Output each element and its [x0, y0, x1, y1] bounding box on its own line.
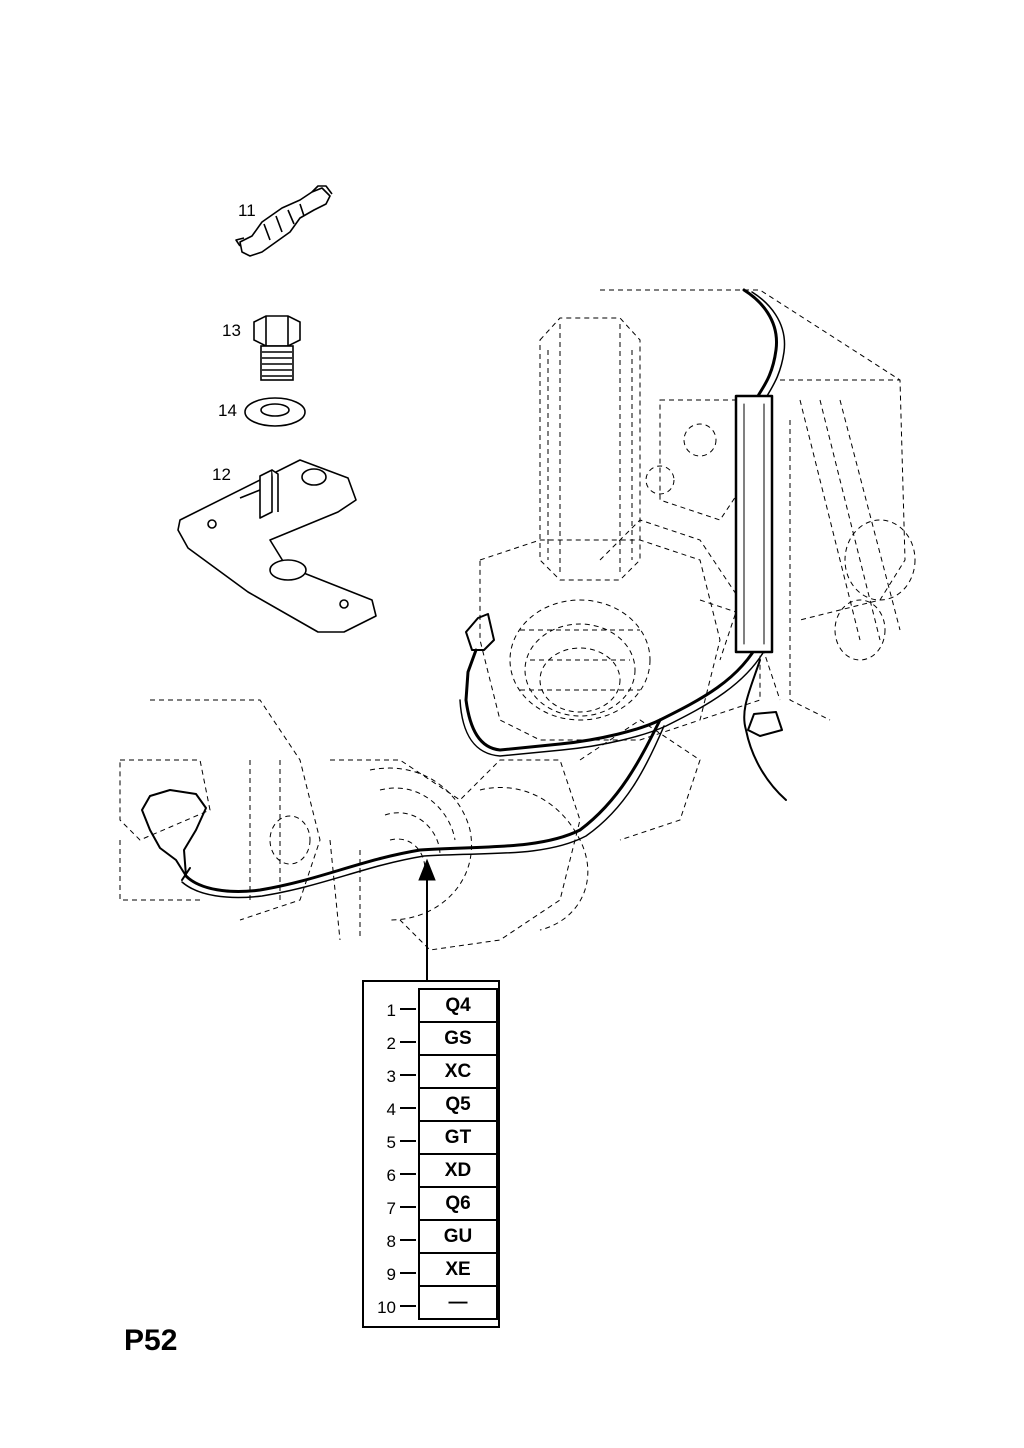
row-tick-2 [400, 1041, 416, 1043]
code-cell-9: XE [420, 1254, 496, 1287]
callout-13: 13 [222, 321, 241, 340]
page-reference: P52 [124, 1324, 178, 1357]
row-tick-10 [400, 1305, 416, 1307]
washer-part-14 [244, 397, 306, 427]
code-cell-3: XC [420, 1056, 496, 1089]
code-column: Q4 GS XC Q5 GT XD Q6 GU XE — [418, 988, 498, 1320]
row-number-9: 9 [386, 1265, 396, 1284]
row-tick-9 [400, 1272, 416, 1274]
bolt-part-13 [253, 315, 301, 381]
code-cell-6: XD [420, 1155, 496, 1188]
leader-arrow [418, 858, 436, 980]
row-number-10: 10 [377, 1298, 396, 1317]
row-number-2: 2 [386, 1034, 396, 1053]
terminal-clip-part-11 [235, 185, 333, 257]
code-cell-4: Q5 [420, 1089, 496, 1122]
row-number-1: 1 [386, 1001, 396, 1020]
wiring-harness [141, 288, 787, 899]
row-number-3: 3 [386, 1067, 396, 1086]
code-cell-10: — [448, 1292, 468, 1313]
row-number-6: 6 [386, 1166, 396, 1185]
row-tick-6 [400, 1173, 416, 1175]
row-tick-7 [400, 1206, 416, 1208]
option-code-table: Q4 GS XC Q5 GT XD Q6 GU XE — 1 2 3 4 5 6… [362, 980, 500, 1328]
row-tick-5 [400, 1140, 416, 1142]
code-cell-2: GS [420, 1023, 496, 1056]
lower-engine-outline [119, 699, 701, 951]
code-cell-1: Q4 [420, 990, 496, 1023]
row-number-8: 8 [386, 1232, 396, 1251]
row-tick-3 [400, 1074, 416, 1076]
callout-12: 12 [212, 465, 231, 484]
row-tick-4 [400, 1107, 416, 1109]
callout-14: 14 [218, 401, 237, 420]
callout-11: 11 [238, 201, 256, 220]
code-cell-7: Q6 [420, 1188, 496, 1221]
row-number-4: 4 [386, 1100, 396, 1119]
row-tick-8 [400, 1239, 416, 1241]
row-number-5: 5 [386, 1133, 396, 1152]
row-tick-1 [400, 1008, 416, 1010]
row-number-7: 7 [386, 1199, 396, 1218]
code-cell-5: GT [420, 1122, 496, 1155]
bracket-plate-part-12 [177, 459, 377, 633]
code-cell-8: GU [420, 1221, 496, 1254]
engine-outline [479, 289, 916, 741]
